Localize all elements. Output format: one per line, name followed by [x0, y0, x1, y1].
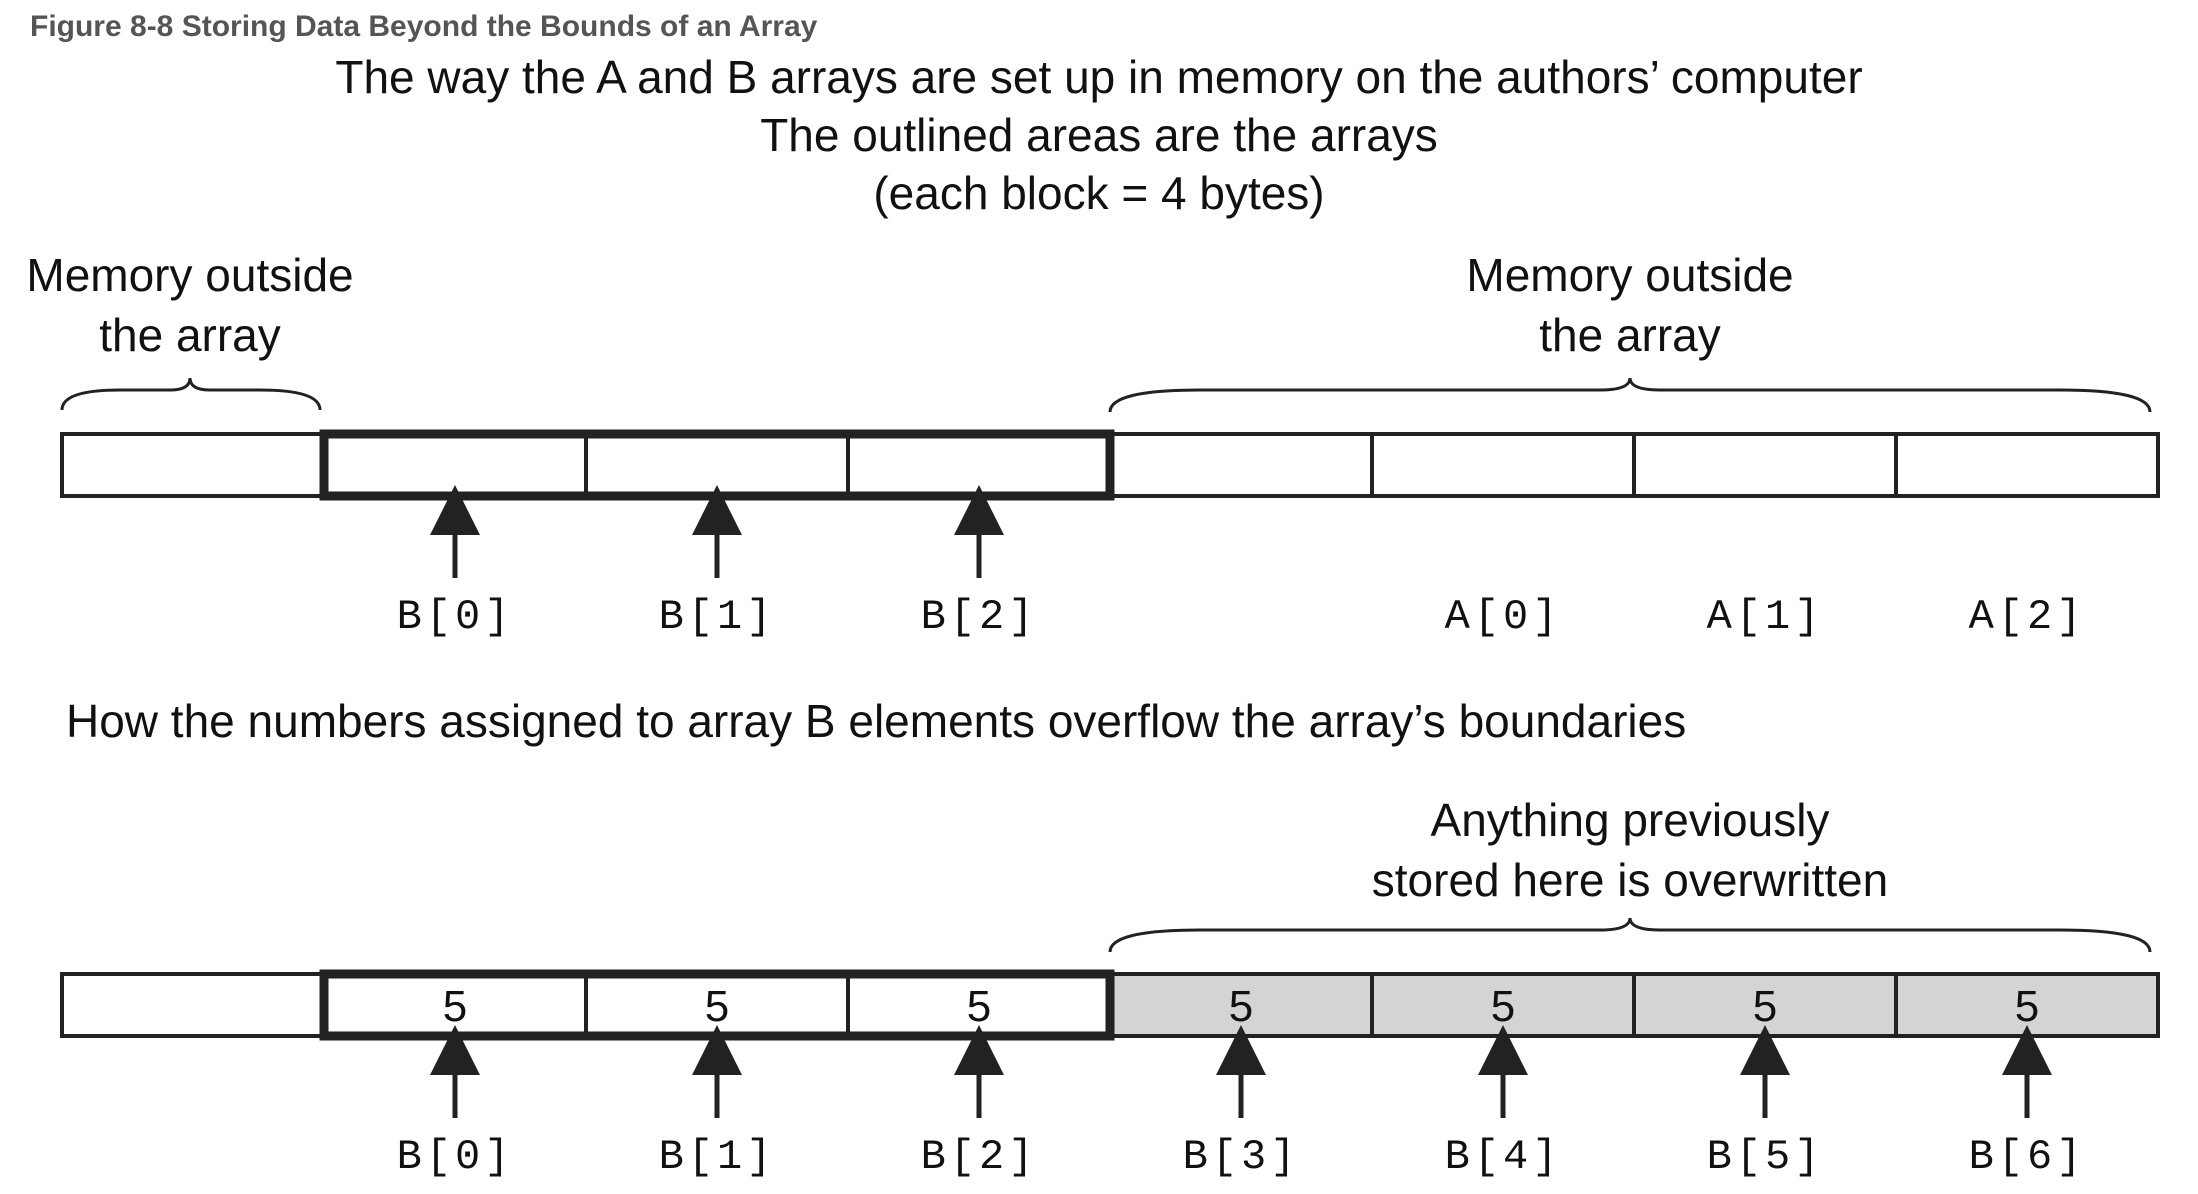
bottom-arrows — [430, 1025, 2052, 1118]
top-cell-5 — [1370, 432, 1636, 498]
top-arrows — [430, 485, 1004, 578]
left-brace — [60, 377, 322, 411]
right-outside-memory-label-line2: the array — [1539, 309, 1721, 361]
bottom-label-b1: B[1] — [659, 1133, 776, 1181]
bottom-cell-value-7: 5 — [2015, 982, 2039, 1031]
bottom-label-b3: B[3] — [1183, 1133, 1300, 1181]
top-cell-3 — [846, 432, 1112, 498]
left-outside-memory-label-line1: Memory outside — [26, 249, 354, 301]
left-outside-memory-label: Memory outside the array — [20, 245, 360, 365]
right-outside-memory-label: Memory outside the array — [1430, 245, 1830, 365]
figure-title: Figure 8-8 Storing Data Beyond the Bound… — [30, 10, 818, 43]
right-brace — [1108, 377, 2152, 413]
top-label-a2: A[2] — [1969, 593, 2086, 641]
top-cell-7 — [1894, 432, 2160, 498]
top-label-a0: A[0] — [1445, 593, 1562, 641]
bottom-pointer-labels: B[0] B[1] B[2] B[3] B[4] B[5] B[6] — [397, 1133, 2086, 1181]
bottom-label-b5: B[5] — [1707, 1133, 1824, 1181]
top-label-b2: B[2] — [921, 593, 1038, 641]
header-line-1: The way the A and B arrays are set up in… — [335, 51, 1863, 103]
top-memory-row — [60, 429, 2160, 501]
top-label-b0: B[0] — [397, 593, 514, 641]
bottom-label-b0: B[0] — [397, 1133, 514, 1181]
top-label-b1: B[1] — [659, 593, 776, 641]
bottom-cell-value-6: 5 — [1753, 982, 1777, 1031]
bottom-label-b2: B[2] — [921, 1133, 1038, 1181]
top-cell-1 — [322, 432, 588, 498]
top-label-a1: A[1] — [1707, 593, 1824, 641]
bottom-cell-value-5: 5 — [1491, 982, 1515, 1031]
overwrite-label-line1: Anything previously — [1430, 794, 1830, 846]
top-cell-4 — [1108, 432, 1374, 498]
overwrite-label-line2: stored here is overwritten — [1371, 854, 1889, 906]
header-line-3: (each block = 4 bytes) — [873, 167, 1325, 219]
bottom-cell-0 — [60, 972, 326, 1038]
bottom-label-b6: B[6] — [1969, 1133, 2086, 1181]
top-cell-0 — [60, 432, 326, 498]
bottom-section-title: How the numbers assigned to array B elem… — [66, 695, 1687, 747]
top-cell-2 — [584, 432, 850, 498]
bottom-cell-value-4: 5 — [1229, 982, 1253, 1031]
header-line-2: The outlined areas are the arrays — [760, 109, 1438, 161]
bottom-cell-value-3: 5 — [967, 982, 991, 1031]
top-pointer-labels: B[0] B[1] B[2] A[0] A[1] A[2] — [397, 593, 2086, 641]
bottom-cell-value-1: 5 — [443, 982, 467, 1031]
right-outside-memory-label-line1: Memory outside — [1466, 249, 1794, 301]
bottom-cell-value-2: 5 — [705, 982, 729, 1031]
overwrite-brace — [1108, 917, 2152, 953]
bottom-memory-row — [60, 969, 2160, 1041]
top-cell-6 — [1632, 432, 1898, 498]
bottom-cell-values: 5 5 5 5 5 5 5 — [443, 982, 2039, 1031]
bottom-label-b4: B[4] — [1445, 1133, 1562, 1181]
overwrite-label: Anything previously stored here is overw… — [1330, 790, 1930, 910]
left-outside-memory-label-line2: the array — [99, 309, 281, 361]
